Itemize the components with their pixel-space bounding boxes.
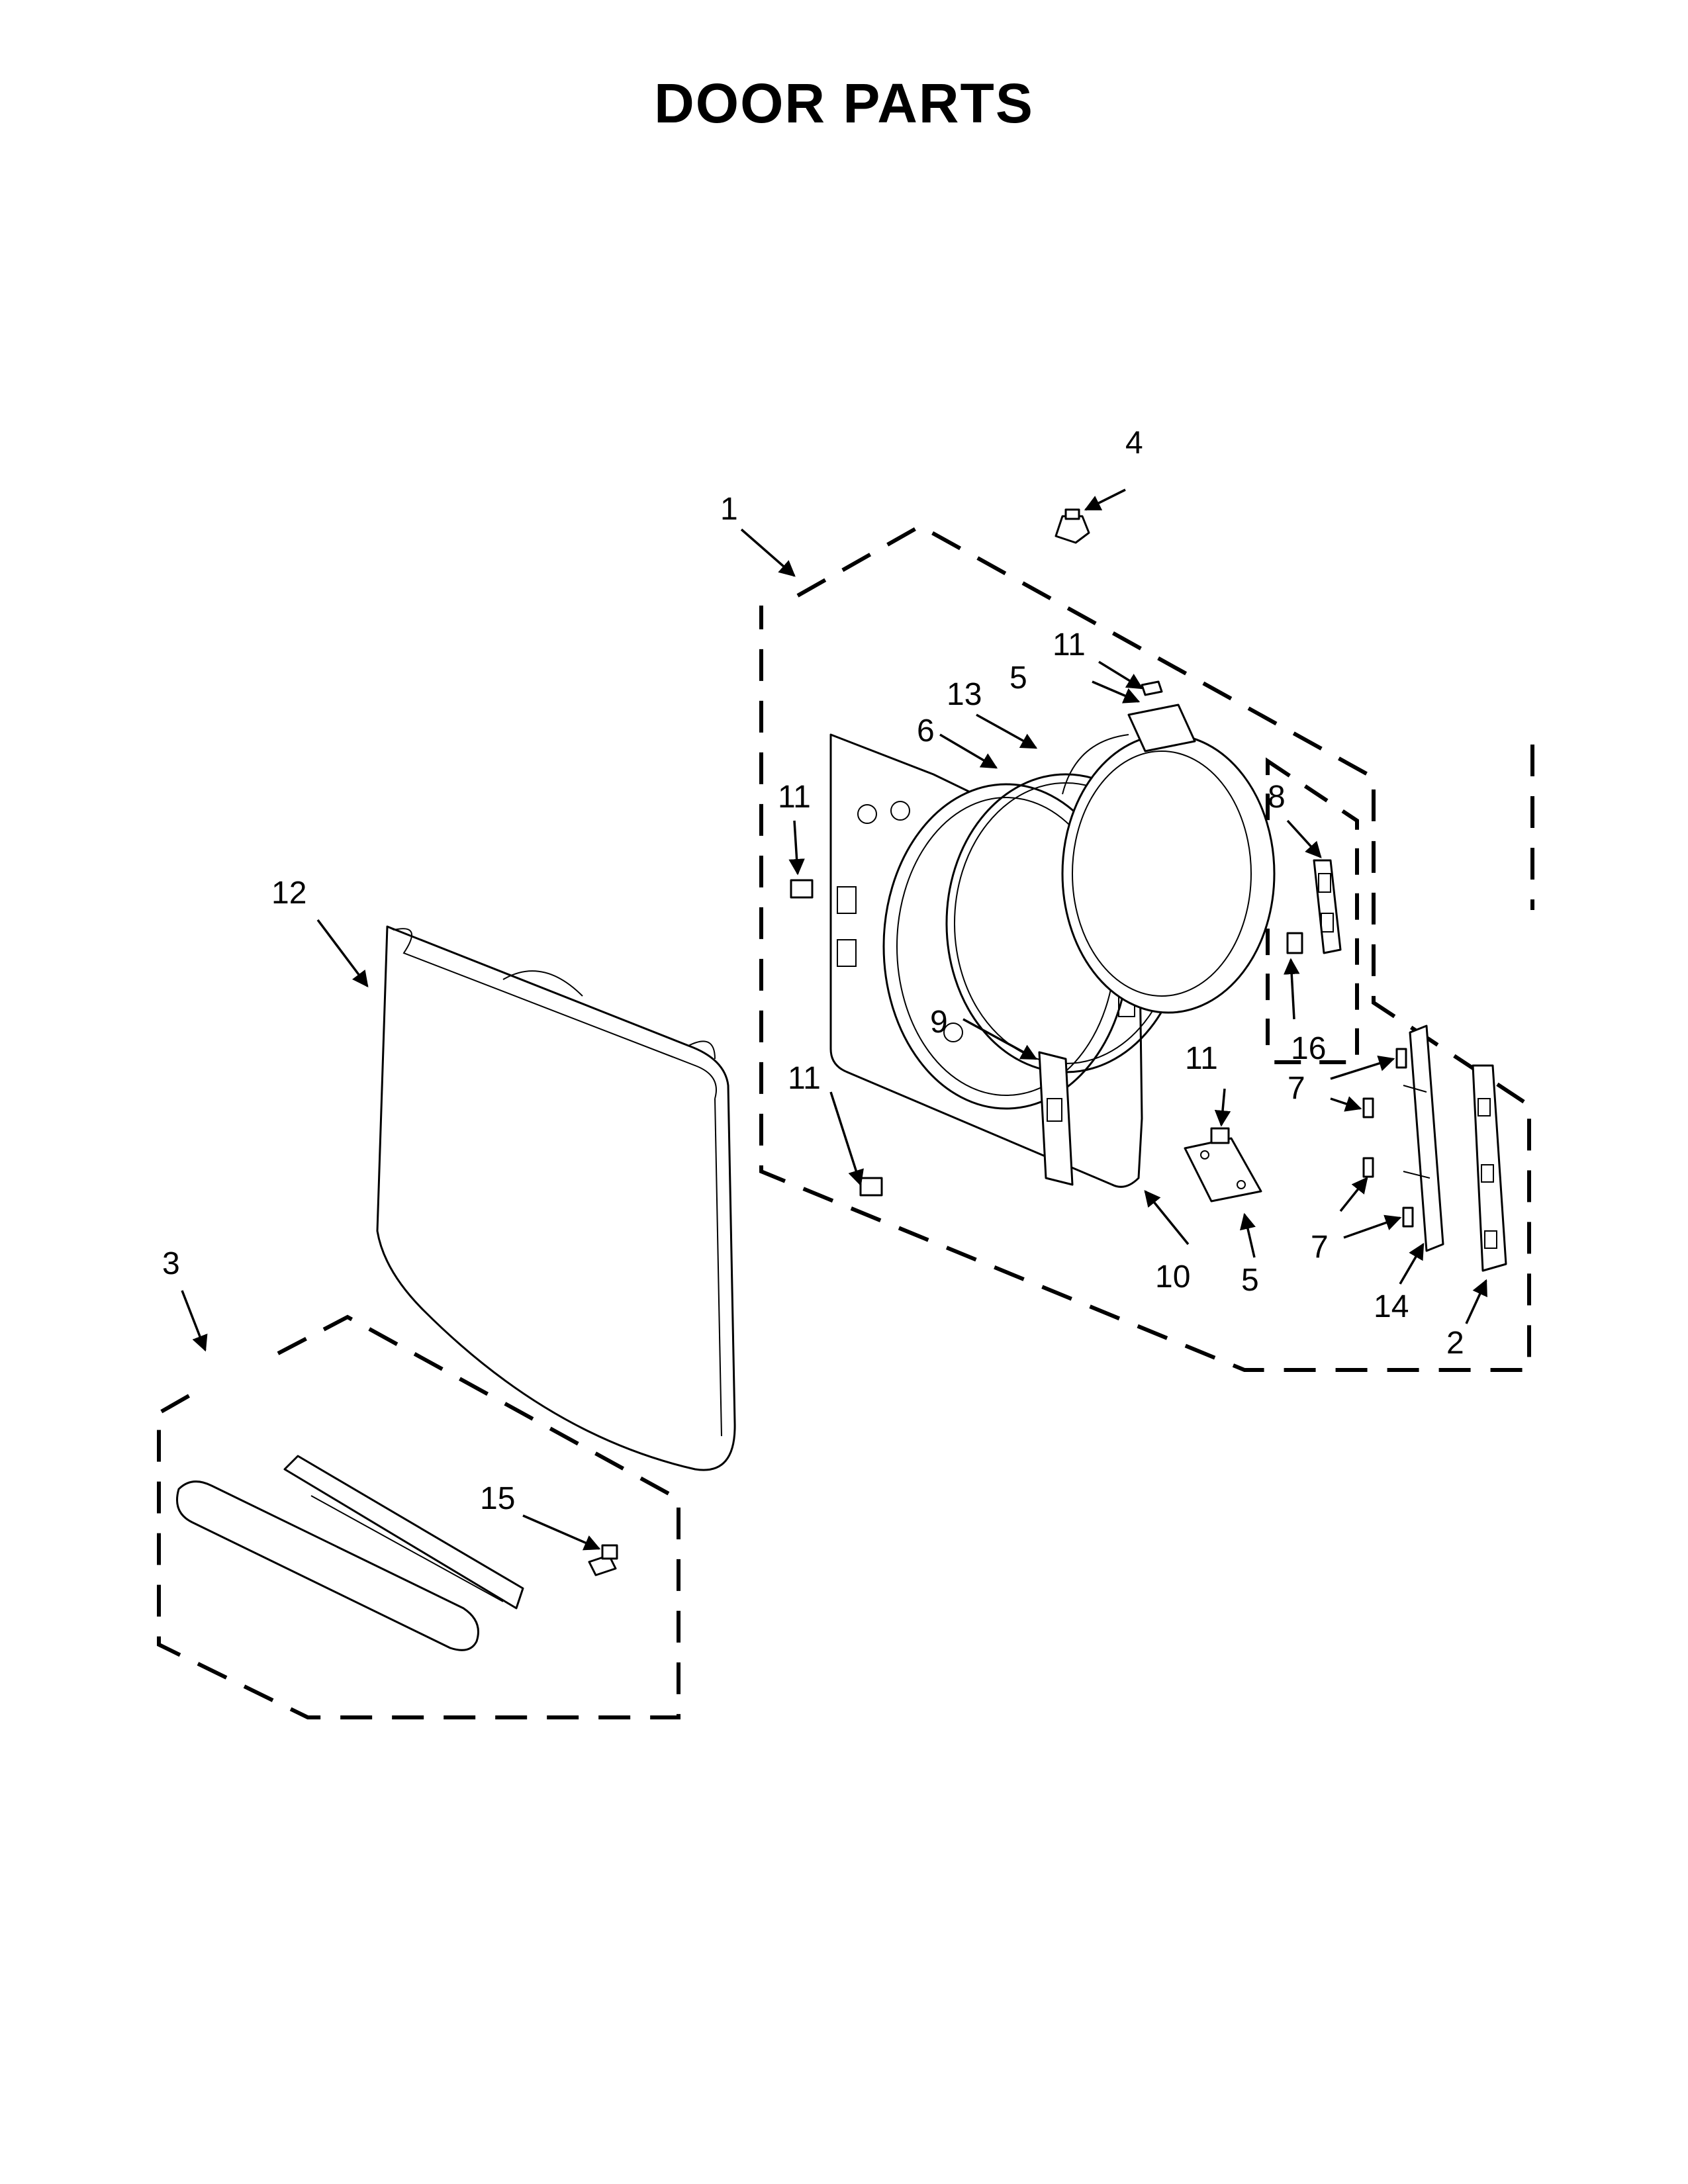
screw-left-lower: [859, 1177, 883, 1197]
hinge-bracket-upper: [1127, 704, 1196, 752]
callout-12: 12: [271, 876, 306, 911]
diagram-title: DOOR PARTS: [654, 72, 1034, 134]
callout-8: 8: [1268, 780, 1286, 815]
hinge-bracket-lower: [1184, 1137, 1262, 1203]
callout-6: 6: [917, 713, 935, 749]
door-glass: [1061, 733, 1276, 1014]
callout-14: 14: [1374, 1289, 1409, 1324]
callout-4: 4: [1125, 426, 1143, 461]
callout-7-lower: 7: [1311, 1230, 1329, 1265]
callout-15: 15: [480, 1481, 515, 1516]
callout-11-left-upper: 11: [778, 780, 811, 815]
callout-7-upper: 7: [1288, 1071, 1305, 1106]
door-handle: [176, 1455, 524, 1651]
hinge-pins: [1362, 1048, 1414, 1228]
door-bumper: [1055, 508, 1090, 544]
hinge-area-outline: [1266, 757, 1359, 1064]
hinge-mount-plate: [1472, 1064, 1507, 1272]
door-hinge-plate: [1313, 859, 1342, 954]
callout-3: 3: [162, 1246, 180, 1281]
callout-9: 9: [930, 1005, 948, 1040]
assembly-3-outline: [157, 1314, 680, 1719]
callout-1: 1: [720, 492, 738, 527]
handle-screw: [588, 1544, 618, 1576]
outer-door-panel: [376, 925, 736, 1471]
assembly-1-outline: [759, 523, 1531, 1372]
screw-left-upper: [790, 879, 814, 899]
door-hinge: [1403, 1024, 1444, 1252]
callout-10: 10: [1155, 1259, 1190, 1295]
screw-right: [1210, 1127, 1230, 1144]
callout-13: 13: [947, 677, 982, 712]
callout-5-lower: 5: [1241, 1263, 1259, 1298]
callout-5-upper: 5: [1009, 660, 1027, 696]
callout-11-left-lower: 11: [788, 1061, 821, 1096]
door-latch-plate: [1038, 1051, 1074, 1186]
callout-11-right: 11: [1185, 1041, 1218, 1076]
callout-2: 2: [1446, 1326, 1464, 1361]
screw-upper: [1141, 680, 1163, 696]
leader-lines: [181, 488, 1487, 1551]
callout-11-upper: 11: [1053, 627, 1086, 662]
callout-16: 16: [1291, 1031, 1326, 1066]
hinge-clip: [1286, 932, 1303, 954]
